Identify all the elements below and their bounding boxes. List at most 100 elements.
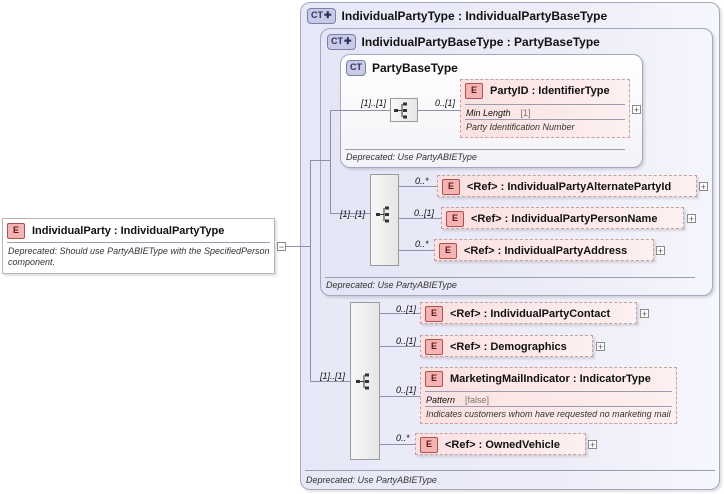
element-header: E <Ref> : Demographics — [421, 339, 571, 355]
connector-line — [330, 110, 350, 111]
divider — [465, 119, 625, 120]
ct-header: CT PartyBaseType — [346, 60, 458, 76]
facet-name: Pattern — [426, 395, 456, 405]
element-title: MarketingMailIndicator : IndicatorType — [450, 373, 651, 385]
element-title: <Ref> : IndividualPartyAlternatePartyId — [467, 181, 672, 193]
plus-expander-icon[interactable]: + — [632, 105, 641, 115]
root-element-individual-party[interactable]: E IndividualParty : IndividualPartyType … — [2, 218, 275, 274]
connector-line — [399, 186, 437, 187]
ct-badge-icon: CT✚ — [307, 8, 336, 24]
ct-title: IndividualPartyType : IndividualPartyBas… — [341, 9, 608, 23]
sequence-compositor-party-base[interactable] — [390, 98, 418, 122]
plus-expander-icon[interactable]: + — [687, 214, 696, 224]
sequence-compositor-icon — [394, 102, 407, 119]
ct-title: IndividualPartyBaseType : PartyBaseType — [361, 35, 600, 49]
element-title: <Ref> : IndividualPartyContact — [450, 308, 611, 320]
element-annotation-line1: Deprecated: Should use PartyABIEType wit… — [8, 246, 270, 256]
sequence-compositor-outer[interactable] — [350, 302, 380, 460]
facet-pattern: Pattern [false] — [421, 395, 494, 405]
sequence-compositor-icon — [376, 206, 389, 223]
element-badge-icon: E — [439, 243, 457, 259]
connector-line — [330, 213, 370, 214]
connector-line — [380, 346, 420, 347]
element-owned-vehicle[interactable]: E <Ref> : OwnedVehicle — [415, 433, 586, 455]
facet-value: [1] — [520, 108, 531, 118]
sequence-compositor-base[interactable] — [370, 174, 399, 266]
multiplicity-label: 0..[1] — [396, 385, 417, 395]
element-badge-icon: E — [425, 339, 443, 355]
divider — [345, 149, 625, 150]
divider — [305, 470, 715, 471]
element-title: PartyID : IdentifierType — [490, 85, 610, 97]
element-badge-icon: E — [420, 437, 438, 453]
multiplicity-label: 0..* — [415, 239, 429, 249]
connector-line — [399, 218, 441, 219]
connector-line — [330, 110, 331, 214]
ct-footer: Deprecated: Use PartyABIEType — [306, 475, 437, 485]
divider — [425, 406, 672, 407]
element-header: E <Ref> : IndividualPartyAlternatePartyI… — [438, 179, 675, 195]
element-badge-icon: E — [7, 223, 25, 239]
ct-header: CT✚ IndividualPartyBaseType : PartyBaseT… — [327, 34, 600, 50]
connector-line — [380, 444, 415, 445]
element-header: E <Ref> : IndividualPartyAddress — [435, 243, 631, 259]
plus-expander-icon[interactable]: + — [699, 182, 708, 192]
element-individual-party-alternate-party-id[interactable]: E <Ref> : IndividualPartyAlternatePartyI… — [437, 175, 697, 197]
plus-expander-icon[interactable]: + — [656, 246, 665, 256]
connector-line — [399, 250, 434, 251]
facet-min-length: Min Length [1] — [461, 108, 536, 118]
element-annotation-line2: component. — [8, 257, 56, 267]
connector-line — [310, 381, 350, 382]
element-individual-party-person-name[interactable]: E <Ref> : IndividualPartyPersonName — [441, 207, 684, 229]
plus-expander-icon[interactable]: + — [640, 309, 649, 319]
element-annotation: Party Identification Number — [466, 122, 575, 132]
multiplicity-label: 0..[1] — [435, 98, 456, 108]
element-badge-icon: E — [425, 306, 443, 322]
element-badge-icon: E — [446, 211, 464, 227]
ct-footer: Deprecated: Use PartyABIEType — [346, 152, 477, 162]
element-title: <Ref> : OwnedVehicle — [445, 439, 560, 451]
ct-badge-icon: CT✚ — [327, 34, 356, 50]
element-header: E <Ref> : OwnedVehicle — [416, 437, 564, 453]
facet-name: Min Length — [466, 108, 511, 118]
multiplicity-label: 0..[1] — [396, 304, 417, 314]
connector-line — [310, 160, 311, 382]
multiplicity-label: 0..[1] — [414, 208, 435, 218]
element-marketing-mail-indicator[interactable]: E MarketingMailIndicator : IndicatorType… — [420, 367, 677, 424]
divider — [325, 277, 695, 278]
connector-line — [418, 110, 460, 111]
element-individual-party-contact[interactable]: E <Ref> : IndividualPartyContact — [420, 302, 637, 324]
divider — [425, 391, 672, 392]
element-annotation: Indicates customers whom have requested … — [426, 409, 671, 419]
facet-value: [false] — [465, 395, 490, 405]
ct-title: PartyBaseType — [372, 61, 458, 75]
element-header: E <Ref> : IndividualPartyPersonName — [442, 211, 661, 227]
connector-line — [380, 396, 420, 397]
multiplicity-label: [1]..[1] — [320, 371, 346, 381]
ct-badge-icon: CT — [346, 60, 366, 76]
ct-header: CT✚ IndividualPartyType : IndividualPart… — [307, 8, 607, 24]
divider — [7, 242, 270, 243]
plus-expander-icon[interactable]: + — [596, 342, 605, 352]
sequence-compositor-icon — [356, 373, 369, 390]
multiplicity-label: 0..* — [396, 433, 410, 443]
element-badge-icon: E — [442, 179, 460, 195]
element-title: <Ref> : IndividualPartyPersonName — [471, 213, 658, 225]
element-header: E MarketingMailIndicator : IndicatorType — [421, 371, 655, 387]
element-title: IndividualParty : IndividualPartyType — [32, 225, 225, 237]
element-title: <Ref> : IndividualPartyAddress — [464, 245, 628, 257]
element-individual-party-address[interactable]: E <Ref> : IndividualPartyAddress — [434, 239, 654, 261]
ct-footer: Deprecated: Use PartyABIEType — [326, 280, 457, 290]
connector-line — [350, 110, 390, 111]
element-header: E <Ref> : IndividualPartyContact — [421, 306, 614, 322]
plus-expander-icon[interactable]: + — [588, 440, 597, 450]
element-badge-icon: E — [465, 83, 483, 99]
minus-collapse-icon[interactable]: − — [277, 242, 286, 252]
divider — [465, 104, 625, 105]
element-party-id[interactable]: E PartyID : IdentifierType Min Length [1… — [460, 79, 630, 138]
multiplicity-label: [1]..[1] — [361, 98, 387, 108]
element-demographics[interactable]: E <Ref> : Demographics — [420, 335, 593, 357]
multiplicity-label: [1]..[1] — [340, 209, 366, 219]
element-title: <Ref> : Demographics — [450, 341, 567, 353]
element-badge-icon: E — [425, 371, 443, 387]
